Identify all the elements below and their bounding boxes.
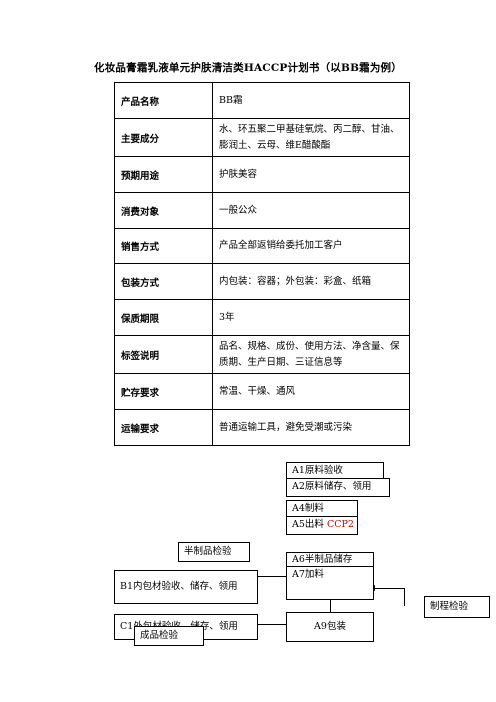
- table-row: 包装方式 内包装：容器；外包装：彩盒、纸箱: [114, 263, 410, 300]
- row-label: 主要成分: [114, 118, 213, 157]
- row-label: 包装方式: [114, 263, 213, 300]
- row-value: 品名、规格、成份、使用方法、净含量、保质期、生产日期、三证信息等: [212, 335, 410, 374]
- row-value: 一般公众: [212, 192, 410, 229]
- ccp-badge: CCP2: [326, 519, 354, 530]
- row-label: 保质期限: [114, 299, 213, 336]
- connector-line: [404, 588, 405, 606]
- row-value: 普通运输工具，避免受潮或污染: [212, 409, 410, 446]
- row-value: 产品全部返销给委托加工客户: [212, 228, 410, 264]
- row-value: 3年: [212, 299, 410, 336]
- process-inspection: 制程检验: [424, 596, 490, 618]
- flow-step-a1: A1原料验收: [286, 462, 384, 480]
- final-product-inspection: 成品检验: [134, 626, 204, 646]
- table-row: 销售方式 产品全部返销给委托加工客户: [114, 228, 410, 264]
- table-row: 保质期限 3年: [114, 299, 410, 336]
- row-label: 预期用途: [114, 156, 213, 193]
- flow-step-a9: A9包装: [286, 612, 374, 642]
- row-label: 消费对象: [114, 192, 213, 229]
- table-row: 预期用途 护肤美容: [114, 156, 410, 193]
- table-row: 主要成分 水、环五聚二甲基硅氧烷、丙二醇、甘油、膨润土、云母、维E醋酸酯: [114, 118, 410, 157]
- table-row: 运输要求 普通运输工具，避免受潮或污染: [114, 409, 410, 446]
- flow-step-a2: A2原料储存、领用: [286, 478, 390, 497]
- row-label: 产品名称: [114, 82, 213, 119]
- table-row: 消费对象 一般公众: [114, 192, 410, 229]
- table-row: 产品名称 BB霜: [114, 82, 410, 119]
- row-label: 贮存要求: [114, 373, 213, 410]
- table-row: 标签说明 品名、规格、成份、使用方法、净含量、保质期、生产日期、三证信息等: [114, 335, 410, 374]
- connector-line: [257, 576, 288, 577]
- row-value: 水、环五聚二甲基硅氧烷、丙二醇、甘油、膨润土、云母、维E醋酸酯: [212, 118, 410, 157]
- row-value: BB霜: [212, 82, 410, 119]
- connector-line: [330, 600, 331, 612]
- flow-step-a5: A5出料 CCP2: [286, 516, 358, 535]
- row-label: 运输要求: [114, 409, 213, 446]
- semi-product-inspection: 半制品检验: [178, 542, 250, 562]
- row-label: 标签说明: [114, 335, 213, 374]
- product-spec-table: 产品名称 BB霜 主要成分 水、环五聚二甲基硅氧烷、丙二醇、甘油、膨润土、云母、…: [114, 82, 410, 446]
- row-value: 内包装：容器；外包装：彩盒、纸箱: [212, 263, 410, 300]
- flow-step-b1: B1内包材验收、储存、领用: [114, 570, 258, 604]
- connector-line: [257, 624, 288, 625]
- row-label: 销售方式: [114, 228, 213, 264]
- row-value: 护肤美容: [212, 156, 410, 193]
- page-title: 化妆品膏霜乳液单元护肤清洁类HACCP计划书（以BB霜为例）: [94, 62, 402, 74]
- step-label: A5出料: [292, 519, 324, 530]
- table-row: 贮存要求 常温、干燥、通风: [114, 373, 410, 410]
- row-value: 常温、干燥、通风: [212, 373, 410, 410]
- flow-step-a7: A7加料: [286, 566, 374, 600]
- connector-line: [374, 588, 404, 589]
